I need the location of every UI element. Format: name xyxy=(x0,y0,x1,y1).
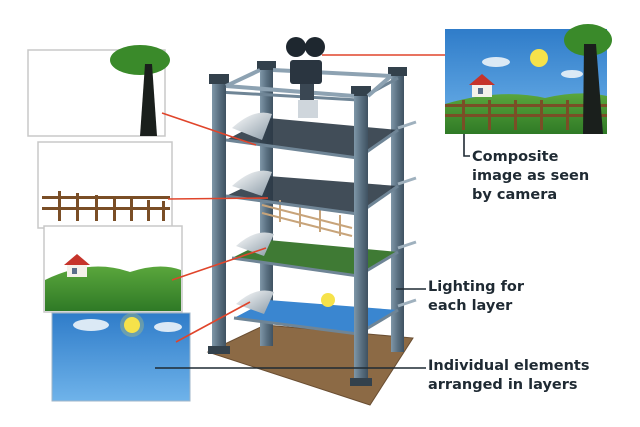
sun-icon xyxy=(530,49,548,67)
house-icon xyxy=(469,74,495,97)
leader-fence xyxy=(167,197,269,200)
leader-lines xyxy=(155,54,470,369)
tree-trunk xyxy=(583,44,603,134)
leader-tree xyxy=(161,112,257,146)
cloud-icon xyxy=(154,322,182,332)
house-icon xyxy=(64,254,90,277)
lighting-lamps xyxy=(232,112,417,314)
tree-trunk xyxy=(140,64,157,136)
layer-panel-sky xyxy=(51,312,191,402)
sun-icon xyxy=(124,317,140,333)
layer-panel-hills xyxy=(43,225,183,313)
post-front-left xyxy=(212,80,226,350)
label-elements: Individual elements arranged in layers xyxy=(428,358,590,393)
composite-image xyxy=(445,24,612,134)
sun-icon xyxy=(321,293,335,307)
leader-composite xyxy=(463,134,470,157)
fence xyxy=(261,200,353,237)
post-front-right xyxy=(354,92,368,382)
tree-foliage xyxy=(110,45,170,75)
label-lighting: Lighting for each layer xyxy=(428,279,524,314)
layer-panel-tree xyxy=(27,45,170,137)
stand-frame xyxy=(208,61,417,386)
cloud-icon xyxy=(73,319,109,331)
leader-hills xyxy=(171,247,267,281)
label-composite: Composite image as seen by camera xyxy=(472,149,590,203)
layer-panel-fence xyxy=(37,141,173,229)
camera-icon xyxy=(286,37,325,118)
post-back-right xyxy=(391,72,404,352)
tree-foliage xyxy=(564,24,612,56)
base-board xyxy=(206,324,414,406)
fence xyxy=(445,100,607,130)
fence xyxy=(42,191,170,221)
leader-sky xyxy=(175,301,251,343)
